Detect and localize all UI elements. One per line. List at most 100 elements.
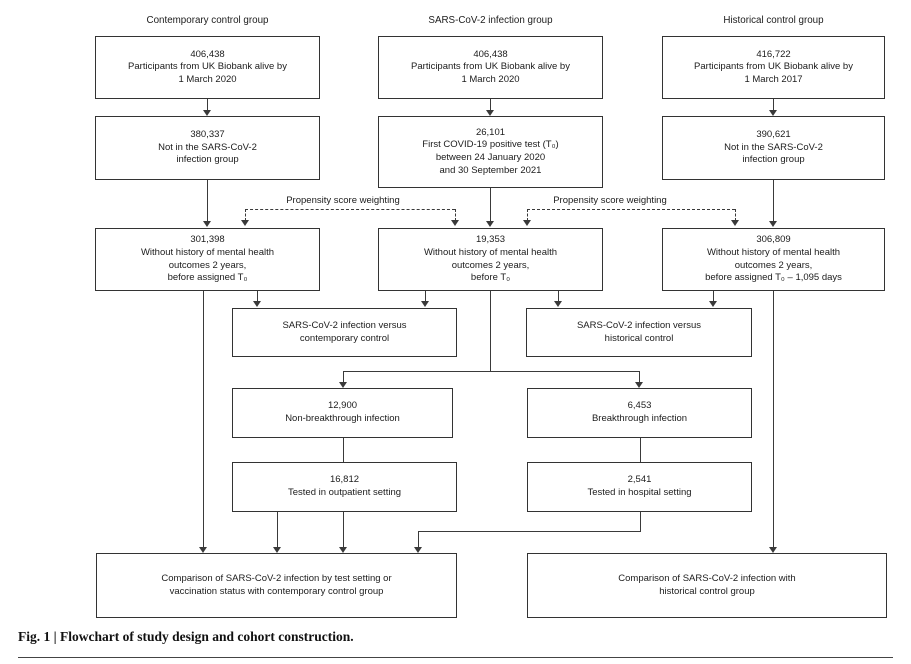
box-line: Comparison of SARS-CoV-2 infection with [618,572,796,584]
box-contemporary-alive: 406,438 Participants from UK Biobank ali… [95,36,320,99]
arrow-down-icon [339,382,347,388]
box-line: Not in the SARS-CoV-2 [724,141,823,153]
box-line: Comparison of SARS-CoV-2 infection by te… [161,572,392,584]
box-line: historical control group [659,585,755,597]
column-header-contemporary: Contemporary control group [146,15,269,26]
arrow-down-icon [253,301,261,307]
dashed-connector [527,209,735,210]
box-line: Tested in outpatient setting [287,487,402,498]
box-line: 2,541 [627,474,652,486]
box-line: outcomes 2 years, [168,259,247,271]
arrow-down-icon [769,547,777,553]
box-line: Not in the SARS-CoV-2 [158,141,257,153]
box-line: 380,337 [190,129,225,141]
box-line: outcomes 2 years, [734,259,813,271]
arrow-down-icon [486,110,494,116]
connector-line [257,291,258,302]
box-comparison-contemporary: Comparison of SARS-CoV-2 infection by te… [96,553,457,618]
box-line: historical control [604,332,674,344]
connector-line [490,99,491,111]
box-line: SARS-CoV-2 infection versus [282,319,407,331]
arrow-down-icon [241,220,249,226]
box-outpatient: 16,812 Tested in outpatient setting [232,462,457,512]
box-historical-no-history: 306,809 Without history of mental health… [662,228,885,291]
propensity-label-left: Propensity score weighting [286,195,400,206]
box-line: Without history of mental health [423,246,558,258]
arrow-down-icon [554,301,562,307]
arrow-down-icon [273,547,281,553]
box-line: before T₀ [470,272,511,284]
dashed-connector [455,209,456,221]
connector-line [773,180,774,222]
connector-line [773,99,774,111]
box-infection-first-test: 26,101 First COVID-19 positive test (T₀)… [378,116,603,188]
arrow-down-icon [339,547,347,553]
connector-line-infection-mid [490,291,491,371]
box-line: 26,101 [475,126,506,138]
box-line: Participants from UK Biobank alive by [411,61,570,73]
box-contemporary-no-history: 301,398 Without history of mental health… [95,228,320,291]
dashed-connector [245,209,246,221]
connector-line [207,99,208,111]
box-line: between 24 January 2020 [435,152,546,163]
arrow-down-icon [709,301,717,307]
box-line: before assigned T₀ – 1,095 days [705,272,842,284]
box-non-breakthrough: 12,900 Non-breakthrough infection [232,388,453,438]
figure-caption: Fig. 1 | Flowchart of study design and c… [18,629,354,644]
connector-line [640,512,641,531]
box-line: 1 March 2020 [461,73,520,85]
arrow-down-icon [414,547,422,553]
arrow-down-icon [635,382,643,388]
box-line: First COVID-19 positive test (T₀) [422,139,559,151]
box-breakthrough: 6,453 Breakthrough infection [527,388,752,438]
arrow-down-icon [769,221,777,227]
connector-line [490,188,491,222]
box-comparison-historical: Comparison of SARS-CoV-2 infection with … [527,553,887,618]
box-line: 19,353 [475,234,506,246]
box-infection-no-history: 19,353 Without history of mental health … [378,228,603,291]
arrow-down-icon [769,110,777,116]
arrow-down-icon [523,220,531,226]
box-historical-not-in: 390,621 Not in the SARS-CoV-2 infection … [662,116,885,180]
box-contemporary-not-in: 380,337 Not in the SARS-CoV-2 infection … [95,116,320,180]
box-line: Participants from UK Biobank alive by [694,61,853,73]
column-header-historical: Historical control group [723,15,824,26]
box-line: 12,900 [327,400,358,412]
box-versus-historical: SARS-CoV-2 infection versus historical c… [526,308,752,357]
arrow-down-icon [451,220,459,226]
arrow-down-icon [731,220,739,226]
box-line: 16,812 [329,474,360,486]
box-line: Without history of mental health [140,246,275,258]
connector-line [207,180,208,222]
connector-line [418,531,419,548]
arrow-down-icon [203,110,211,116]
propensity-label-right: Propensity score weighting [553,195,667,206]
box-line: 416,722 [756,48,791,60]
connector-branch-horizontal [343,371,640,372]
box-line: before assigned T₀ [167,272,248,284]
box-line: infection group [742,154,805,166]
box-line: 406,438 [190,48,225,60]
dashed-connector [245,209,455,210]
box-line: 301,398 [190,234,225,246]
connector-line [640,438,641,462]
connector-line-historical-long [773,291,774,548]
box-line: outcomes 2 years, [451,259,530,271]
box-line: 306,809 [756,234,791,246]
connector-line [425,291,426,302]
box-line: 390,621 [756,129,791,141]
arrow-down-icon [203,221,211,227]
box-line: SARS-CoV-2 infection versus [576,319,702,331]
box-line: Participants from UK Biobank alive by [128,61,287,73]
connector-line [277,512,278,548]
box-line: Tested in hospital setting [587,487,692,498]
box-line: infection group [176,154,239,166]
box-infection-alive: 406,438 Participants from UK Biobank ali… [378,36,603,99]
connector-line [343,371,344,383]
box-line: and 30 September 2021 [439,164,542,176]
connector-line [343,512,344,548]
connector-line [558,291,559,302]
box-line: Non-breakthrough infection [285,413,400,424]
connector-line-contemporary-long [203,291,204,548]
